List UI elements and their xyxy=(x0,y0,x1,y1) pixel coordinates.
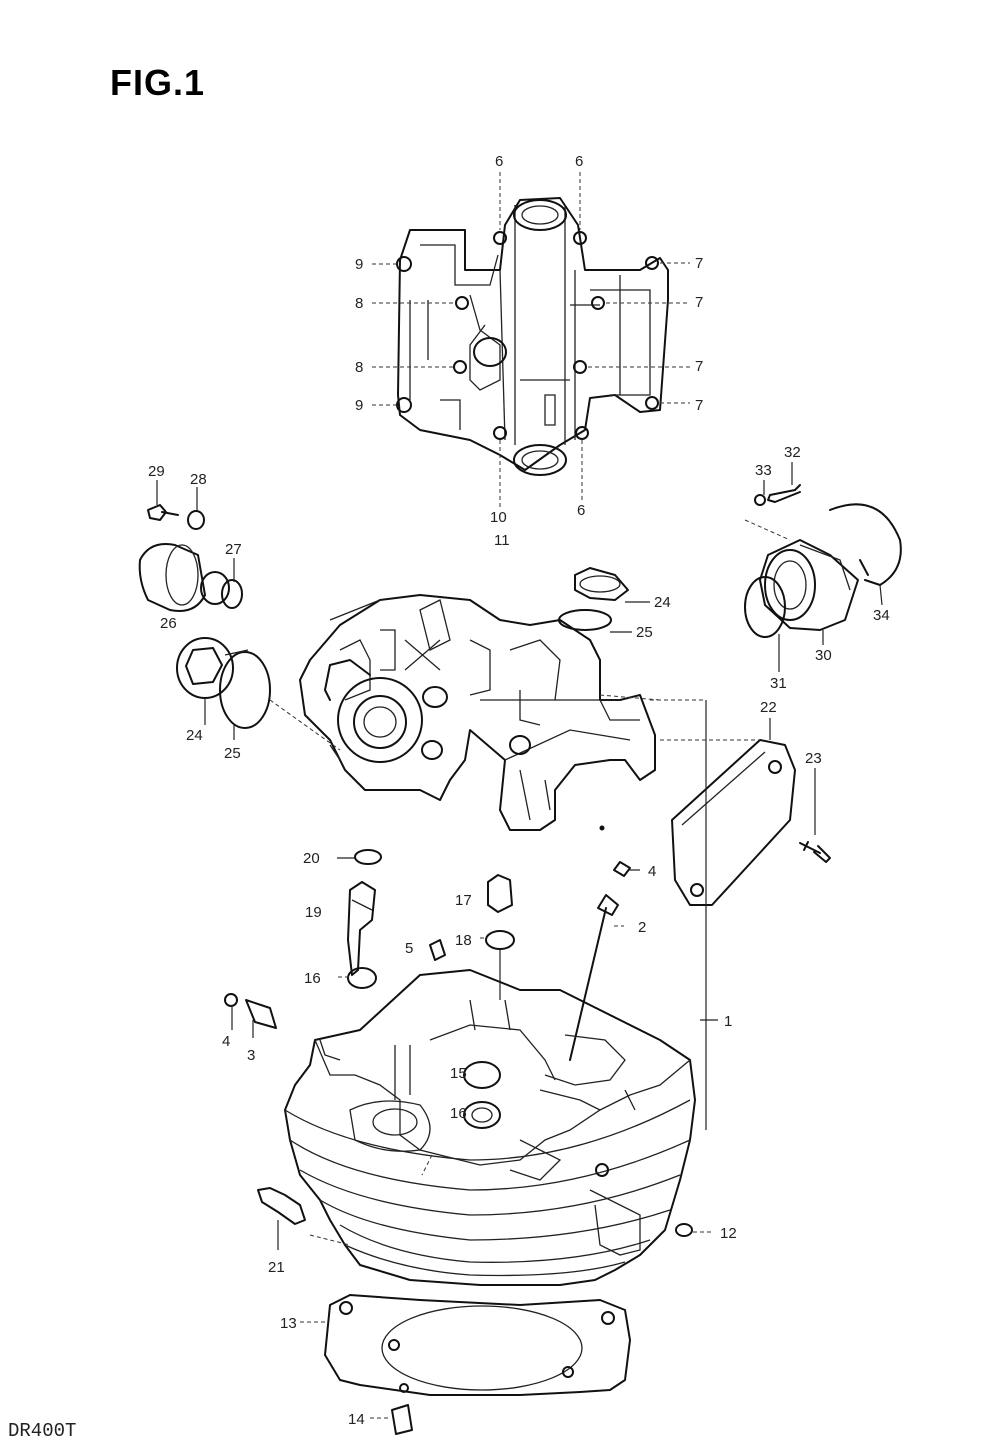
cam-cap-upper xyxy=(558,567,650,633)
callout-24: 24 xyxy=(654,594,671,611)
cam-housing xyxy=(299,594,656,831)
model-code: DR400T xyxy=(8,1420,77,1442)
valve-parts xyxy=(224,849,640,1061)
callout-21: 21 xyxy=(268,1259,285,1276)
plug-part xyxy=(257,1187,306,1250)
callout-22: 22 xyxy=(760,699,777,716)
callout-6: 6 xyxy=(577,502,585,519)
callout-1: 1 xyxy=(724,1013,732,1030)
callout-4: 4 xyxy=(222,1033,230,1050)
callout-14: 14 xyxy=(348,1411,365,1428)
tappet-cap-parts xyxy=(138,504,243,612)
callout-12: 12 xyxy=(720,1225,737,1242)
callout-5: 5 xyxy=(405,940,413,957)
callout-10: 10 xyxy=(490,509,507,526)
callout-13: 13 xyxy=(280,1315,297,1332)
callout-18: 18 xyxy=(455,932,472,949)
callout-6: 6 xyxy=(575,153,583,170)
callout-27: 27 xyxy=(225,541,242,558)
callout-29: 29 xyxy=(148,463,165,480)
callout-30: 30 xyxy=(815,647,832,664)
left-leaders xyxy=(156,480,235,582)
callout-20: 20 xyxy=(303,850,320,867)
callout-28: 28 xyxy=(190,471,207,488)
head-leaders xyxy=(309,1019,718,1246)
intake-parts xyxy=(744,462,902,672)
callout-9: 9 xyxy=(355,256,363,273)
callout-33: 33 xyxy=(755,462,772,479)
callout-32: 32 xyxy=(784,444,801,461)
cap-leader xyxy=(269,699,341,751)
callout-7: 7 xyxy=(695,358,703,375)
callout-19: 19 xyxy=(305,904,322,921)
callout-16: 16 xyxy=(304,970,321,987)
callout-2: 2 xyxy=(638,919,646,936)
callout-31: 31 xyxy=(770,675,787,692)
callout-labels: 6 6 7 7 7 7 8 8 9 9 10 11 6 29 28 27 26 … xyxy=(148,153,890,1428)
callout-8: 8 xyxy=(355,295,363,312)
callout-34: 34 xyxy=(873,607,890,624)
callout-23: 23 xyxy=(805,750,822,767)
callout-24: 24 xyxy=(186,727,203,744)
dowel-pin xyxy=(370,1404,413,1435)
figure-title: FIG.1 xyxy=(110,62,206,103)
cam-cap-left xyxy=(176,637,271,740)
callout-6: 6 xyxy=(495,153,503,170)
callout-25: 25 xyxy=(636,624,653,641)
callout-16: 16 xyxy=(450,1105,467,1122)
cover-leaders xyxy=(372,172,690,508)
head-cover xyxy=(396,197,669,476)
callout-8: 8 xyxy=(355,359,363,376)
callout-7: 7 xyxy=(695,294,703,311)
callout-3: 3 xyxy=(247,1047,255,1064)
head-gasket xyxy=(300,1294,631,1396)
callout-26: 26 xyxy=(160,615,177,632)
callout-25: 25 xyxy=(224,745,241,762)
side-cover xyxy=(599,694,831,1130)
callout-7: 7 xyxy=(695,397,703,414)
callout-4: 4 xyxy=(648,863,656,880)
callout-9: 9 xyxy=(355,397,363,414)
callout-15: 15 xyxy=(450,1065,467,1082)
callout-17: 17 xyxy=(455,892,472,909)
callout-11: 11 xyxy=(494,532,510,549)
cylinder-head xyxy=(284,969,696,1286)
callout-7: 7 xyxy=(695,255,703,272)
